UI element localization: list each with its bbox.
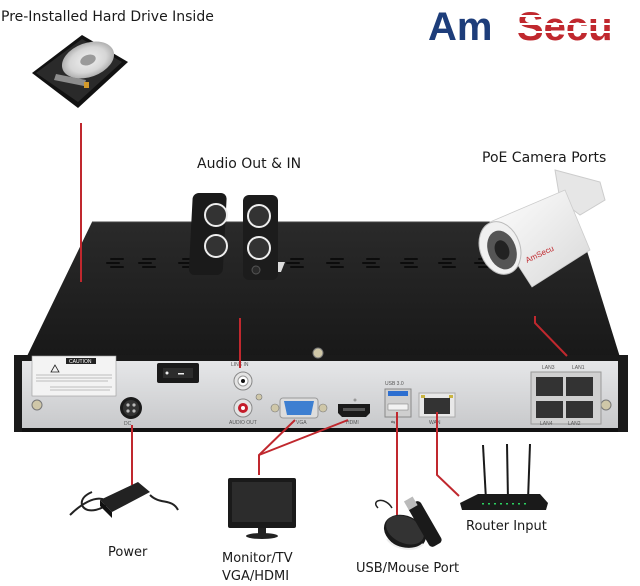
vent-slot [366,258,380,260]
lan1-port[interactable] [566,377,593,396]
vent-slot [330,258,344,260]
vent-slot [400,262,414,264]
lan3-label: LAN3 [542,365,555,371]
speaker-left [188,193,228,275]
vga-port[interactable]: VGA [270,397,328,426]
vent-slot [142,258,156,260]
logo-secu-text: Secu [517,5,613,49]
wan-label: WAN [429,420,441,426]
vent-slot [138,262,152,264]
dc-power-port[interactable]: DC [120,397,142,427]
power-adapter-icon [69,482,179,518]
vent-slot [326,262,340,264]
rear-panel [22,360,618,428]
router-led [488,503,490,505]
nvr-chassis [14,221,628,432]
screw-icon [31,399,43,411]
power-label: Power [108,545,148,560]
audio-out-label: AUDIO OUT [229,420,257,426]
warning-icon [50,364,60,373]
bullet-camera-icon: AmSecu [478,169,606,288]
screw-icon [312,347,324,359]
dc-port-label: DC [124,421,132,427]
router-led [512,503,514,505]
lan-ports[interactable]: LAN3 LAN1 LAN4 LAN2 [530,365,602,427]
usb-symbol-icon: ⇆ [391,420,395,426]
screw-icon [600,399,612,411]
vga-label: VGA [296,420,307,426]
vent-slot [142,266,156,268]
lan1-label: LAN1 [572,365,585,371]
vent-slot [290,258,304,260]
router-led [500,503,502,505]
hdmi-port[interactable]: HDMI [338,398,370,427]
lan2-label: LAN2 [568,421,581,427]
amsecu-logo: Am Secu [428,5,640,49]
vent-slot [290,266,304,268]
mouse-icon [375,499,427,550]
poe-leader [534,316,568,357]
wan-port[interactable]: WAN [418,392,456,426]
router-led [518,503,520,505]
hdmi-leader [258,419,349,456]
power-switch[interactable] [157,363,199,383]
vent-slot [442,266,456,268]
speakers-icon [188,193,285,280]
router-led [494,503,496,505]
logo-am-text: Am [428,5,492,49]
poe-label: PoE Camera Ports [482,150,606,166]
caution-text: CAUTION [69,359,92,365]
hard-drive-icon [32,35,128,108]
usb30-label: USB 3.0 [385,381,404,387]
monitor-label-line2: VGA/HDMI [222,569,289,584]
lan2-port[interactable] [566,401,593,418]
vent-slot [106,262,120,264]
monitor-icon [228,478,296,539]
vent-slot [110,266,124,268]
vent-slot [442,258,456,260]
lan3-port[interactable] [536,377,563,396]
vent-slot [404,266,418,268]
vent-slot [438,262,452,264]
vent-slot [330,266,344,268]
router-led [524,503,526,505]
lan4-port[interactable] [536,401,563,418]
router-led [482,503,484,505]
screw-icon [255,393,263,401]
wan-leader [436,412,460,497]
usb-label: USB/Mouse Port [356,561,459,576]
hdmi-label: HDMI [346,420,359,426]
vent-slots [106,258,492,268]
vent-slot [286,262,300,264]
vent-slot [404,258,418,260]
router-icon [460,443,548,510]
router-led [506,503,508,505]
leader-lines [80,123,568,520]
hard-drive-label: Pre-Installed Hard Drive Inside [1,9,214,25]
vent-slot [362,262,376,264]
vent-slot [110,258,124,260]
vent-slot [366,266,380,268]
audio-label: Audio Out & IN [197,156,301,172]
lan4-label: LAN4 [540,421,553,427]
speaker-right [243,195,285,280]
vent-slot [178,262,192,264]
caution-sticker: CAUTION [31,355,117,397]
logo-stripes [517,15,640,33]
audio-out-jack[interactable]: AUDIO OUT [229,398,257,426]
monitor-label-line1: Monitor/TV [222,551,293,566]
router-label: Router Input [466,519,547,534]
usb-drive-icon [403,496,442,547]
